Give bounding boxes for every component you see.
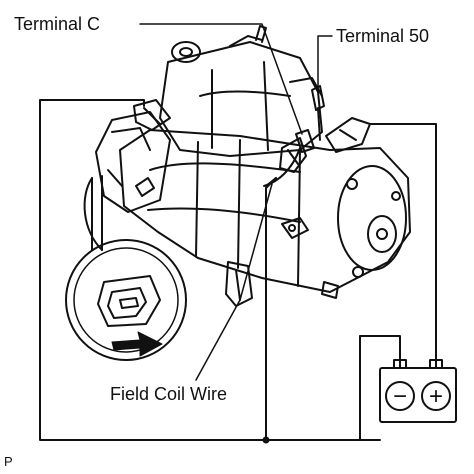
label-terminal-50: Terminal 50 xyxy=(336,26,429,46)
direction-arrow xyxy=(111,331,163,357)
clip-terminal-50 xyxy=(325,117,371,153)
label-corner-mark: P xyxy=(4,454,13,469)
label-field-coil-wire: Field Coil Wire xyxy=(110,384,227,404)
battery xyxy=(379,359,457,423)
magnifier-callout xyxy=(65,175,187,361)
battery-negative-terminal xyxy=(385,381,415,411)
test-wiring xyxy=(39,99,437,444)
starter-motor xyxy=(95,25,411,307)
battery-positive-symbol: + xyxy=(429,383,443,410)
battery-negative-symbol: − xyxy=(393,383,407,410)
leader-lines xyxy=(139,23,333,381)
terminal-studs xyxy=(263,85,325,187)
label-terminal-c: Terminal C xyxy=(14,14,100,34)
battery-positive-terminal xyxy=(421,381,451,411)
clip-terminal-c xyxy=(279,137,307,173)
clip-left xyxy=(133,99,171,131)
